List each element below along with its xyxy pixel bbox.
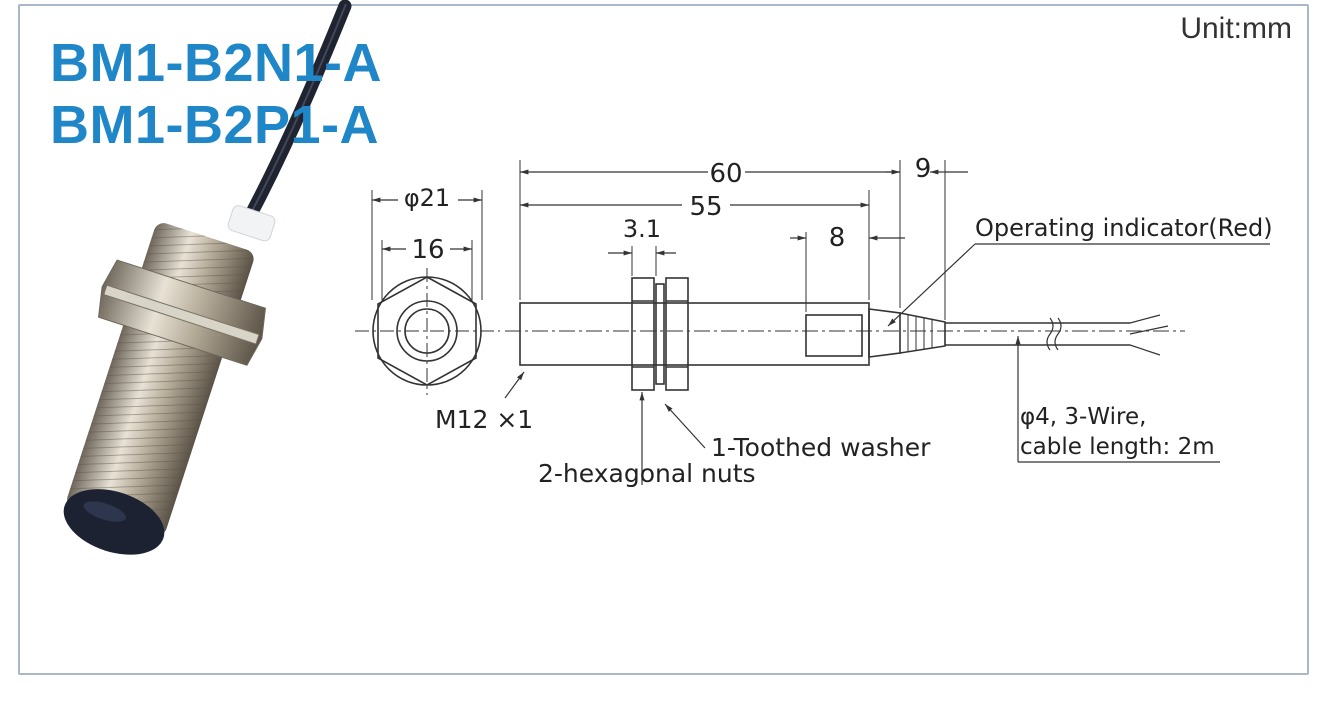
dim-side — [520, 169, 968, 256]
side-view — [505, 160, 1185, 391]
sensor-photo — [63, 0, 352, 555]
callout-thread: M12 ×1 — [435, 405, 533, 434]
model-title-1: BM1-B2N1-A — [50, 33, 383, 93]
dim-nut-thickness: 3.1 — [623, 215, 661, 243]
leader-lines — [504, 243, 1270, 485]
dim-indicator-length: 8 — [829, 223, 846, 253]
dim-total-length: 60 — [709, 159, 742, 189]
dim-outer-diameter: φ21 — [404, 184, 450, 212]
model-title-2: BM1-B2P1-A — [50, 95, 380, 155]
callout-nuts: 2-hexagonal nuts — [538, 459, 756, 488]
callout-indicator: Operating indicator(Red) — [975, 214, 1273, 242]
callout-cable-line2: cable length: 2m — [1020, 434, 1215, 460]
unit-label: Unit:mm — [1180, 12, 1292, 45]
callout-cable-line1: φ4, 3-Wire, — [1020, 404, 1146, 430]
dim-across-flats: 16 — [411, 235, 444, 265]
dim-front — [372, 197, 482, 252]
dim-tail-length: 9 — [915, 154, 932, 184]
callout-washer: 1-Toothed washer — [711, 433, 931, 462]
front-view — [355, 190, 500, 395]
dim-thread-length: 55 — [689, 192, 722, 222]
